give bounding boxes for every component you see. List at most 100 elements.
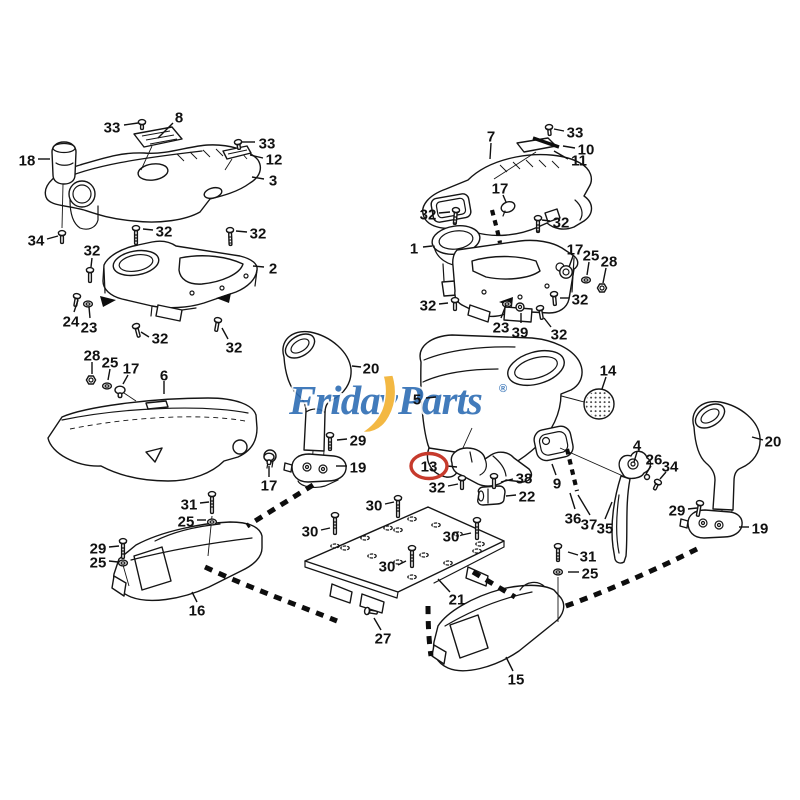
- diagram-stroke: [449, 614, 489, 659]
- callout-label-23: 23: [493, 320, 510, 337]
- diagram-stroke: [477, 490, 485, 502]
- diagram-stroke: [290, 338, 310, 354]
- part-4-lever: [611, 450, 652, 564]
- callout-leader-line: [461, 532, 472, 536]
- plate-hole-mark: [360, 535, 370, 541]
- diagram-stroke: [69, 199, 99, 230]
- part-20-handle-right: [692, 400, 761, 523]
- diagram-stroke: [596, 283, 608, 293]
- watermark-swoosh: [360, 374, 397, 434]
- diagram-stroke: [630, 461, 636, 467]
- diagram-stroke: [213, 319, 222, 324]
- screw-icon: [407, 544, 417, 569]
- callout-label-20: 20: [765, 434, 782, 451]
- plate-hole-mark: [340, 545, 350, 551]
- diagram-stroke: [72, 295, 81, 300]
- diagram-stroke: [145, 447, 163, 463]
- callout-leader-line: [251, 176, 265, 180]
- diagram-stroke: [653, 481, 662, 486]
- watermark-text-parts: Parts: [397, 377, 482, 423]
- callout-leader-line: [562, 145, 576, 149]
- diagram-stroke: [538, 431, 569, 456]
- diagram-stroke: [145, 400, 169, 410]
- diagram-stroke: [304, 540, 505, 599]
- diagram-stroke: [451, 300, 459, 304]
- callout-label-25: 25: [178, 514, 195, 531]
- diagram-stroke: [580, 276, 592, 284]
- diagram-stroke: [435, 197, 467, 219]
- callout-label-32: 32: [84, 243, 101, 260]
- diagram-stroke: [467, 304, 491, 323]
- diagram-stroke: [611, 475, 631, 564]
- plate-hole-mark: [407, 574, 417, 580]
- callout-leader-line: [751, 436, 764, 441]
- callout-label-18: 18: [19, 153, 36, 170]
- callout-leader-line: [107, 368, 111, 381]
- callout-label-29: 29: [90, 541, 107, 558]
- plate-hole-mark: [393, 559, 403, 565]
- diagram-stroke: [599, 285, 605, 291]
- diagram-stroke: [44, 118, 761, 672]
- callout-leader-line: [199, 501, 210, 504]
- plate-hole-mark: [453, 531, 463, 537]
- diagram-stroke: [564, 448, 580, 492]
- callout-leader-line: [502, 194, 507, 203]
- washer-icon: [101, 382, 113, 390]
- callout-label-19: 19: [752, 521, 769, 538]
- callout-leader-line: [505, 656, 514, 672]
- diagram-stroke: [395, 499, 401, 519]
- callout-label-22: 22: [519, 489, 536, 506]
- diagram-stroke: [101, 382, 113, 390]
- diagram-stroke: [552, 568, 564, 576]
- diagram-stroke: [700, 408, 720, 424]
- callout-label-19: 19: [350, 460, 367, 477]
- diagram-stroke: [493, 151, 537, 180]
- right-console-base: [452, 239, 579, 323]
- callout-label-25: 25: [102, 355, 119, 372]
- diagram-stroke: [695, 502, 704, 507]
- part-17-bushing-right: [559, 265, 573, 279]
- diagram-stroke: [72, 184, 92, 204]
- callout-label-3: 3: [269, 173, 277, 190]
- callout-label-32: 32: [572, 292, 589, 309]
- callout-leader-line: [142, 228, 154, 231]
- screw-icon: [131, 224, 141, 246]
- assembly-arrow: [100, 296, 116, 307]
- highlight-circle: [409, 451, 449, 481]
- diagram-stroke: [556, 552, 560, 560]
- plate-hole-mark: [475, 541, 485, 547]
- diagram-stroke: [214, 321, 220, 332]
- diagram-stroke: [137, 163, 169, 181]
- screw-icon: [457, 474, 467, 491]
- diagram-stroke: [452, 216, 458, 224]
- diagram-stroke: [331, 515, 339, 519]
- callout-label-30: 30: [443, 529, 460, 546]
- callout-label-17: 17: [261, 478, 278, 495]
- callout-label-32: 32: [156, 224, 173, 241]
- screw-icon: [544, 123, 554, 137]
- callout-label-13: 13: [421, 459, 438, 476]
- callout-label-8: 8: [175, 110, 183, 127]
- diagram-stroke: [47, 397, 258, 482]
- callout-label-33: 33: [567, 125, 584, 142]
- diagram-stroke: [499, 159, 560, 173]
- plate-hole-mark: [407, 516, 417, 522]
- diagram-stroke: [504, 302, 510, 306]
- diagram-stroke: [304, 464, 310, 470]
- screw-icon: [450, 296, 460, 312]
- knob-icon: [114, 385, 126, 399]
- callout-label-24: 24: [63, 314, 80, 331]
- diagram-stroke: [574, 199, 583, 221]
- diagram-stroke: [536, 224, 540, 232]
- callout-label-25: 25: [90, 555, 107, 572]
- screw-icon: [549, 290, 559, 307]
- part-18-knob: [51, 141, 77, 229]
- diagram-stroke: [544, 283, 550, 289]
- callout-leader-line: [320, 527, 331, 531]
- diagram-stroke: [61, 183, 64, 229]
- washer-icon: [501, 300, 513, 308]
- diagram-stroke: [189, 290, 195, 296]
- screw-icon: [131, 322, 141, 338]
- part-17-knob-top-right: [500, 201, 516, 217]
- part-16-cover: [111, 515, 263, 602]
